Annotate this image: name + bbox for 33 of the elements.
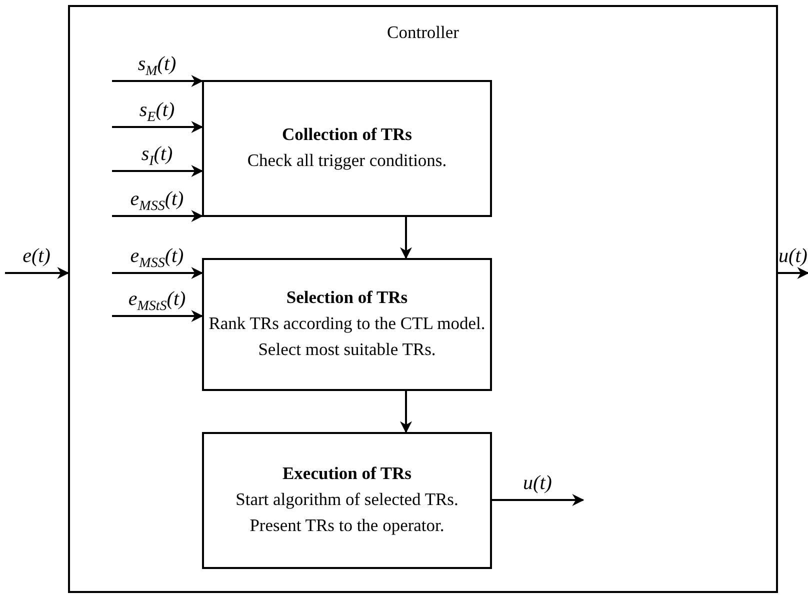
edge-label: s$_{E}$(t) — [139, 99, 175, 127]
edge-label: s$_{M}$(t) — [138, 53, 176, 81]
arrow — [112, 310, 204, 322]
arrow — [5, 267, 70, 279]
box-text: Start algorithm of selected TRs. — [234, 488, 460, 510]
arrow — [112, 210, 204, 222]
arrow — [112, 165, 204, 177]
edge-label: u(t) — [523, 472, 552, 494]
process-box — [202, 258, 492, 391]
arrow — [778, 267, 808, 279]
box-text: Select most suitable TRs. — [257, 338, 437, 360]
edge-label: e$_{MSS}$(t) — [130, 188, 184, 216]
arrow — [112, 121, 204, 133]
box-heading: Collection of TRs — [281, 122, 413, 146]
arrow — [492, 494, 584, 506]
arrow — [400, 217, 412, 260]
box-text: Present TRs to the operator. — [248, 514, 446, 536]
box-heading: Execution of TRs — [282, 462, 412, 484]
controller-frame — [68, 5, 778, 593]
box-text: Check all trigger conditions. — [246, 148, 448, 172]
edge-label: u(t) — [778, 245, 808, 267]
arrow — [112, 267, 204, 279]
edge-label: e$_{MSS}$(t) — [130, 245, 184, 273]
process-box — [202, 432, 492, 569]
box-text: Rank TRs according to the CTL model. — [208, 312, 486, 334]
edge-label: s$_{I}$(t) — [141, 143, 173, 171]
process-box — [202, 80, 492, 217]
edge-label: e$_{MStS}$(t) — [128, 288, 186, 316]
box-heading: Selection of TRs — [285, 286, 409, 308]
edge-label: e(t) — [22, 245, 50, 267]
arrow — [112, 75, 204, 87]
arrow — [400, 391, 412, 434]
frame-title: Controller — [386, 21, 460, 44]
